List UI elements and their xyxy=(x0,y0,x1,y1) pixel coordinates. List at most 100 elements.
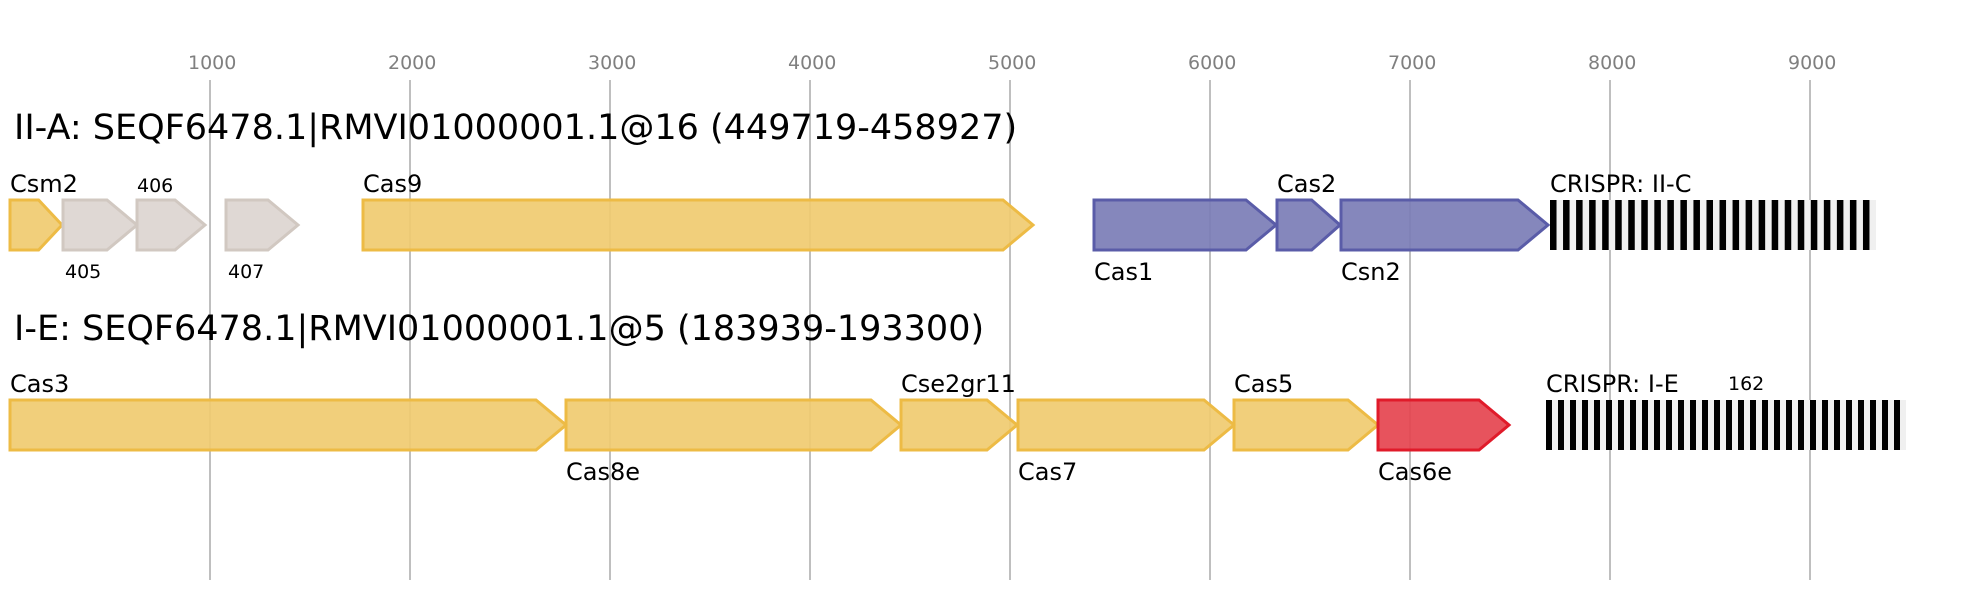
crispr-repeat xyxy=(1719,200,1727,250)
gene-arrow-cas3[interactable] xyxy=(8,398,569,452)
crispr-repeat xyxy=(1774,400,1780,450)
crispr-repeat xyxy=(1630,400,1636,450)
gene-label-csm2: Csm2 xyxy=(10,170,78,198)
crispr-repeat xyxy=(1834,400,1840,450)
crispr-repeat xyxy=(1667,200,1674,250)
gene-arrow-405[interactable] xyxy=(61,198,140,252)
crispr-repeat xyxy=(1823,200,1831,250)
locus-title: I-E: SEQF6478.1|RMVI01000001.1@5 (183939… xyxy=(14,309,984,349)
crispr-repeat xyxy=(1758,200,1766,250)
crispr-repeat xyxy=(1750,400,1756,450)
crispr-count-label: 162 xyxy=(1728,373,1764,395)
crispr-repeat xyxy=(1894,400,1900,450)
crispr-label: CRISPR: II-C xyxy=(1550,170,1691,198)
crispr-repeat xyxy=(1570,400,1576,450)
tick-label-5000: 5000 xyxy=(988,52,1036,74)
crispr-repeat xyxy=(1563,200,1570,250)
locus-title: II-A: SEQF6478.1|RMVI01000001.1@16 (4497… xyxy=(14,108,1017,148)
crispr-repeat xyxy=(1654,400,1660,450)
crispr-repeat xyxy=(1762,400,1768,450)
gene-arrow-cse2gr11[interactable] xyxy=(899,398,1020,452)
crispr-repeat xyxy=(1738,400,1744,450)
crispr-label: CRISPR: I-E xyxy=(1546,370,1679,398)
crispr-array[interactable] xyxy=(1550,200,1876,250)
crispr-repeat xyxy=(1882,400,1888,450)
gene-arrow-csn2[interactable] xyxy=(1339,198,1551,252)
crispr-repeat xyxy=(1771,200,1779,250)
crispr-repeat xyxy=(1810,200,1818,250)
crispr-repeat xyxy=(1693,200,1700,250)
crispr-repeat xyxy=(1654,200,1661,250)
gene-label-405: 405 xyxy=(65,261,101,283)
tick-label-4000: 4000 xyxy=(788,52,836,74)
crispr-repeat xyxy=(1546,400,1552,450)
crispr-repeat xyxy=(1822,400,1828,450)
crispr-repeat xyxy=(1706,200,1713,250)
gene-arrow-cas2[interactable] xyxy=(1275,198,1343,252)
crispr-repeat xyxy=(1641,200,1648,250)
crispr-repeat xyxy=(1582,400,1588,450)
gene-arrow-cas9[interactable] xyxy=(361,198,1036,252)
crispr-repeat xyxy=(1745,200,1753,250)
crispr-repeat xyxy=(1726,400,1732,450)
crispr-repeat xyxy=(1786,400,1792,450)
crispr-repeat xyxy=(1615,200,1622,250)
crispr-repeat xyxy=(1680,200,1687,250)
locus-2: I-E: SEQF6478.1|RMVI01000001.1@5 (183939… xyxy=(8,309,1906,486)
gene-label-406: 406 xyxy=(137,175,173,197)
crispr-repeat xyxy=(1618,400,1624,450)
crispr-repeat xyxy=(1849,200,1857,250)
crispr-repeat xyxy=(1678,400,1684,450)
crispr-repeat xyxy=(1628,200,1635,250)
crispr-repeat xyxy=(1594,400,1600,450)
gene-arrow-cas1[interactable] xyxy=(1092,198,1279,252)
gene-arrow-cas8e[interactable] xyxy=(564,398,904,452)
crispr-repeat xyxy=(1714,400,1720,450)
crispr-repeat xyxy=(1602,200,1609,250)
gene-arrow-cas6e[interactable] xyxy=(1376,398,1512,452)
crispr-repeat xyxy=(1798,400,1804,450)
crispr-repeat xyxy=(1589,200,1596,250)
gene-arrow-cas7[interactable] xyxy=(1016,398,1237,452)
crispr-array[interactable] xyxy=(1546,400,1906,450)
gene-label-cas8e: Cas8e xyxy=(566,458,640,486)
axis-gridlines xyxy=(209,80,1811,580)
tick-label-8000: 8000 xyxy=(1588,52,1636,74)
tick-label-2000: 2000 xyxy=(388,52,436,74)
tick-label-7000: 7000 xyxy=(1388,52,1436,74)
crispr-repeat xyxy=(1642,400,1648,450)
crispr-repeat xyxy=(1666,400,1672,450)
gene-label-csn2: Csn2 xyxy=(1341,258,1401,286)
tick-label-6000: 6000 xyxy=(1188,52,1236,74)
locus-1: II-A: SEQF6478.1|RMVI01000001.1@16 (4497… xyxy=(8,108,1876,286)
crispr-repeat xyxy=(1846,400,1852,450)
crispr-repeat xyxy=(1690,400,1696,450)
crispr-repeat xyxy=(1606,400,1612,450)
crispr-repeat xyxy=(1576,200,1583,250)
gene-label-cas2: Cas2 xyxy=(1277,170,1336,198)
gene-label-cas9: Cas9 xyxy=(363,170,422,198)
crispr-repeat xyxy=(1797,200,1805,250)
gene-label-cas1: Cas1 xyxy=(1094,258,1153,286)
gene-arrow-407[interactable] xyxy=(224,198,301,252)
crispr-repeat xyxy=(1550,200,1557,250)
tick-label-3000: 3000 xyxy=(588,52,636,74)
gene-label-407: 407 xyxy=(228,261,264,283)
gene-arrow-cas5[interactable] xyxy=(1232,398,1381,452)
crispr-repeat xyxy=(1784,200,1792,250)
crispr-repeat xyxy=(1858,400,1864,450)
tick-label-1000: 1000 xyxy=(188,52,236,74)
crispr-repeat xyxy=(1870,400,1876,450)
crispr-repeat xyxy=(1558,400,1564,450)
gene-arrow-406[interactable] xyxy=(135,198,208,252)
crispr-repeat xyxy=(1836,200,1844,250)
gene-label-cas7: Cas7 xyxy=(1018,458,1077,486)
gene-arrow-csm2[interactable] xyxy=(8,198,65,252)
gene-label-cse2gr11: Cse2gr11 xyxy=(901,370,1016,398)
crispr-repeat xyxy=(1810,400,1816,450)
crispr-repeat xyxy=(1732,200,1740,250)
